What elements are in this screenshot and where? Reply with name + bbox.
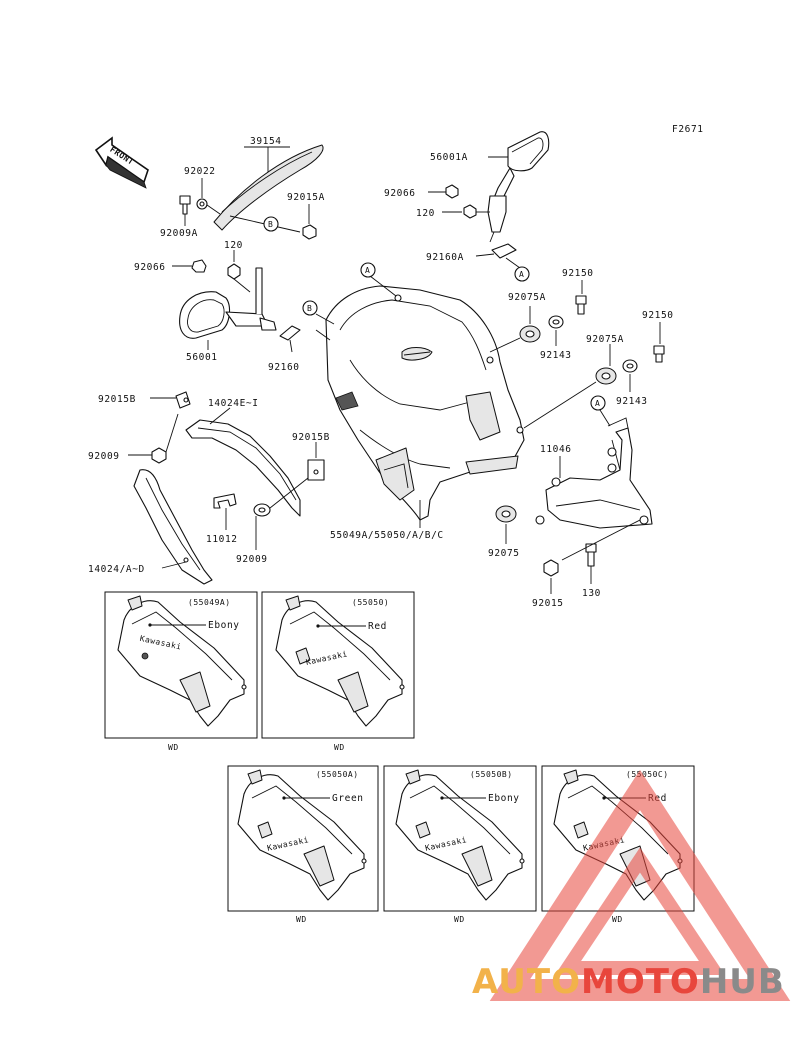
callout-92075: 92075 <box>488 548 520 559</box>
variant-code-55050a: (55050A) <box>316 770 359 779</box>
watermark-text: AUTOMOTOHUB <box>472 962 785 1002</box>
callout-92015b-left: 92015B <box>98 394 136 405</box>
callout-92075a-a: 92075A <box>508 292 546 303</box>
callout-39154: 39154 <box>250 136 282 147</box>
variant-box-55050: Kawasaki (55050) Red WD <box>261 591 415 752</box>
callout-92066-top: 92066 <box>384 188 416 199</box>
nut-92015a <box>302 224 317 240</box>
front-arrow-icon: FRONT <box>94 136 149 189</box>
callout-92009-b: 92009 <box>236 554 268 565</box>
windscreen-panel <box>213 144 324 231</box>
callout-14024e: 14024E~I <box>208 398 259 409</box>
callout-56001: 56001 <box>186 352 218 363</box>
mirror-right <box>487 131 550 243</box>
clip-92015b <box>307 459 325 481</box>
callout-92143-a: 92143 <box>540 350 572 361</box>
clip-11012 <box>213 493 237 509</box>
svg-text:A: A <box>365 266 370 275</box>
grommet-92009-b <box>253 503 271 517</box>
side-panel-14024 <box>133 469 213 585</box>
nut-92066-left <box>191 259 207 273</box>
grommet-92075 <box>495 505 517 523</box>
svg-text:B: B <box>307 304 312 313</box>
variant-color-55049a: Ebony <box>208 620 240 631</box>
variant-code-55049a: (55049A) <box>188 598 231 607</box>
bolt-92009a <box>179 195 191 215</box>
variant-color-55050: Red <box>368 621 387 632</box>
figure-code: F2671 <box>672 124 704 135</box>
variant-market-55049a: WD <box>168 743 179 752</box>
variant-code-55050b: (55050B) <box>470 770 513 779</box>
screw-92150-a <box>575 295 587 315</box>
ref-marker-b-top <box>263 216 279 232</box>
callout-11012: 11012 <box>206 534 238 545</box>
collar-92143-a <box>548 315 564 329</box>
callout-92066-left: 92066 <box>134 262 166 273</box>
ref-marker-b-fairing <box>302 300 318 316</box>
bolt-120-left <box>227 263 251 293</box>
inner-panel-14024e <box>175 391 301 517</box>
callout-92009: 92009 <box>88 451 120 462</box>
bolt-120-top <box>463 204 490 219</box>
variant-color-55050b: Ebony <box>488 793 520 804</box>
collar-92143-b <box>622 359 638 373</box>
callout-56001a: 56001A <box>430 152 468 163</box>
svg-text:A: A <box>519 270 524 279</box>
callout-92015a: 92015A <box>287 192 325 203</box>
callout-92150-a: 92150 <box>562 268 594 279</box>
variant-market-55050b: WD <box>454 915 465 924</box>
grommet-92075a-b <box>595 367 617 385</box>
callout-130: 130 <box>582 588 601 599</box>
screw-92150-b <box>653 345 665 363</box>
variant-box-55050a: Kawasaki (55050A) Green WD <box>227 765 379 924</box>
variant-code-55050c: (55050C) <box>626 770 669 779</box>
callout-92015b-mid: 92015B <box>292 432 330 443</box>
ref-marker-a-fairing <box>360 262 376 278</box>
upper-fairing <box>315 285 525 521</box>
variant-market-55050a: WD <box>296 915 307 924</box>
nut-92066-top <box>445 184 459 199</box>
callout-92015: 92015 <box>532 598 564 609</box>
callout-120-left: 120 <box>224 240 243 251</box>
gasket-92160a <box>491 243 517 259</box>
grommet-92075a-a <box>519 325 541 343</box>
variant-box-55050b: Kawasaki (55050B) Ebony WD <box>383 765 537 924</box>
callout-92150-b: 92150 <box>642 310 674 321</box>
variant-color-55050a: Green <box>332 793 364 804</box>
svg-text:A: A <box>595 399 600 408</box>
nut-92015 <box>543 559 559 577</box>
nut-92009 <box>151 447 167 464</box>
callout-92022: 92022 <box>184 166 216 177</box>
variant-market-55050: WD <box>334 743 345 752</box>
callout-120-top: 120 <box>416 208 435 219</box>
variant-market-55050c: WD <box>612 915 623 924</box>
svg-text:B: B <box>268 220 273 229</box>
callout-92160: 92160 <box>268 362 300 373</box>
variant-code-55050: (55050) <box>352 598 389 607</box>
gasket-92160 <box>279 325 301 341</box>
callout-92075a-b: 92075A <box>586 334 624 345</box>
callout-92143-b: 92143 <box>616 396 648 407</box>
fairing-bracket <box>535 417 653 529</box>
callout-92160a: 92160A <box>426 252 464 263</box>
callout-14024: 14024/A~D <box>88 564 145 575</box>
callout-55049a: 55049A/55050/A/B/C <box>330 530 444 541</box>
mirror-left <box>179 267 277 339</box>
callout-11046: 11046 <box>540 444 572 455</box>
ref-marker-a-mirror <box>514 266 530 282</box>
ref-marker-a-bracket <box>590 395 606 411</box>
watermark-logo-icon <box>489 769 791 1001</box>
callout-92009a: 92009A <box>160 228 198 239</box>
variant-box-55049a: Kawasaki (55049A) Ebony WD <box>104 591 258 752</box>
